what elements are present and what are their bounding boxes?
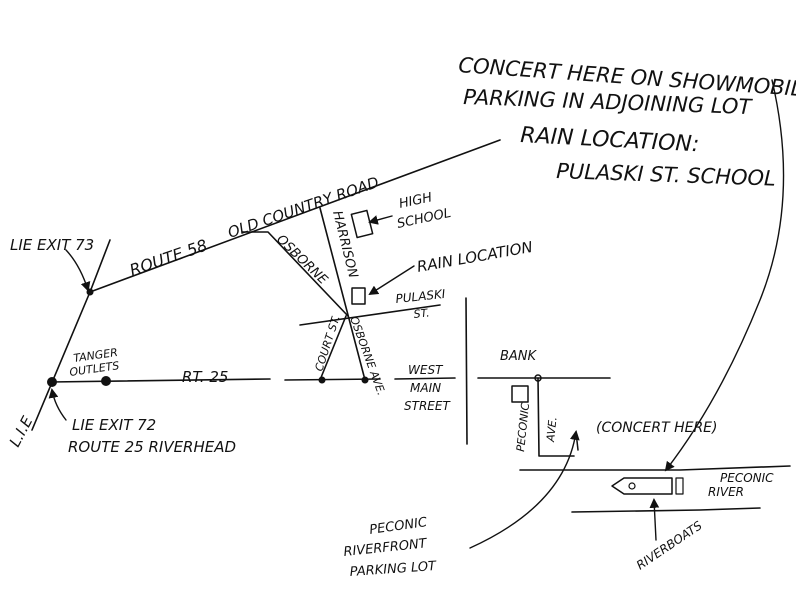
lie-label: L.I.E [6,413,37,450]
riverboats-label: RIVERBOATS [634,518,705,572]
rt-25-label: RT. 25 [182,368,228,386]
river-bank-south [571,507,761,513]
osborne-ave-marker [361,376,369,384]
peconic-ave-label-b: AVE. [544,416,560,443]
arrows-layer [48,79,785,549]
west-main-label-line1: WEST [408,363,444,377]
parking-arrow [469,430,580,549]
pulaski-st-road [299,304,441,326]
roads-layer [31,139,791,513]
high-school-label-line1: HIGH [398,190,434,212]
route-25-riverhead-label: ROUTE 25 RIVERHEAD [68,438,236,456]
cross-road [465,297,468,445]
bank-building [511,385,529,403]
harrison-road [319,207,366,381]
bank-label: BANK [500,349,538,364]
route-58-label: ROUTE 58 [127,236,210,280]
west-main-label-line3: STREET [404,399,451,413]
lie-exit-72-label: LIE EXIT 72 [72,416,156,434]
concert-note-line4: PULASKI ST. SCHOOL [556,159,776,191]
west-main-road [394,377,456,380]
lie-road [31,239,111,431]
court-st-marker [318,376,326,384]
concert-note-line3: RAIN LOCATION: [520,123,700,157]
concert-here-label: (CONCERT HERE) [596,420,718,436]
high-school-arrow [368,215,393,225]
riverboat-porthole [628,482,636,490]
pulaski-label-line2: ST. [413,306,430,321]
place-labels: LIE EXIT 73 LIE EXIT 72 ROUTE 25 RIVERHE… [10,190,774,580]
osborne-label: OSBORNE [273,232,330,288]
peconic-river-label-line2: RIVER [708,485,744,499]
exit-72-arrow [48,388,67,421]
exit-73-arrow [65,249,91,292]
rain-location-arrow [368,265,415,296]
west-main-label-line2: MAIN [410,381,441,395]
concert-notes: CONCERT HERE ON SHOWMOBILE PARKING IN AD… [458,53,796,191]
harrison-label: HARRISON [329,209,360,280]
riverboats-arrow [649,498,660,541]
riverboat-icon [611,477,673,495]
peconic-ave-road [537,377,575,457]
river-bank-north [519,465,791,471]
osborne-ave-label: OSBORNE AVE. [347,315,388,398]
route-25-road [49,378,271,383]
riverboat-paddle [675,477,684,495]
pulaski-label-line1: PULASKI [395,287,447,306]
route-58-road [89,139,501,293]
court-st-road [319,315,347,381]
tanger-label-line1: TANGER [73,346,119,365]
lie-exit-73-label: LIE EXIT 73 [10,236,94,254]
markers-layer [47,209,684,495]
peconic-ave-label-a: PECONIC [514,402,532,452]
old-country-road-label: OLD COUNTRY ROAD [225,173,381,242]
parking-lot-marker [575,431,579,451]
tanger-outlets-marker [101,376,111,386]
parking-label-line1: PECONIC [368,515,428,538]
peconic-river-label-line1: PECONIC [720,471,774,485]
parking-label-line2: RIVERFRONT [343,536,429,560]
lie-exit-72-marker [47,377,57,387]
parking-label-line3: PARKING LOT [349,559,437,580]
pulaski-school-building [351,287,366,305]
concert-arrow [664,79,785,472]
high-school-building [350,209,374,239]
road-labels: L.I.E ROUTE 58 OLD COUNTRY ROAD OSBORNE … [6,173,560,452]
rain-location-label: RAIN LOCATION [416,238,534,276]
bank-corner-marker [534,374,542,382]
osborne-road [241,231,349,317]
